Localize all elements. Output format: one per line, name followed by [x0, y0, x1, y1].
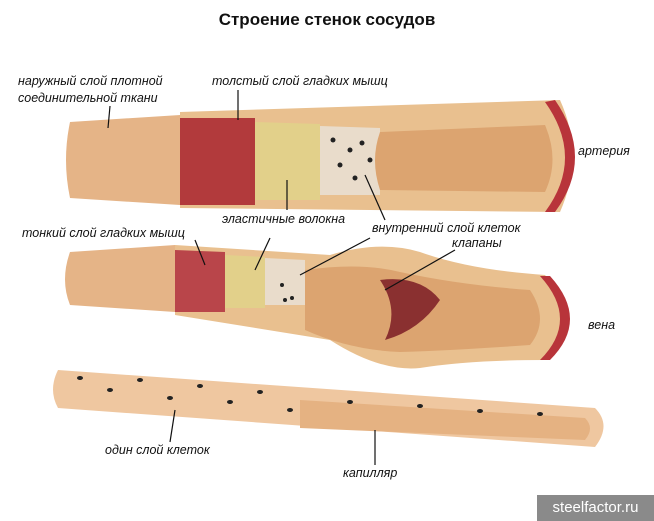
label-outer-layer-line1: наружный слой плотной: [18, 74, 163, 88]
label-single-layer: один слой клеток: [105, 443, 210, 457]
artery-lumen: [375, 125, 553, 192]
label-inner-cells: внутренний слой клеток: [372, 221, 521, 235]
capillary-lumen: [300, 400, 590, 440]
leader-lines: [107, 90, 456, 465]
vein-drawing: [65, 245, 570, 369]
label-vein: вена: [588, 318, 616, 332]
artery-drawing: [66, 100, 575, 212]
artery-elastic-layer: [255, 122, 320, 200]
artery-cell-nuclei: [330, 137, 373, 181]
label-thin-muscle: тонкий слой гладких мышц: [22, 226, 185, 240]
label-capillary: капилляр: [343, 466, 398, 480]
label-thick-muscle: толстый слой гладких мышц: [212, 74, 388, 88]
vein-elastic-layer: [225, 255, 265, 308]
label-artery: артерия: [578, 144, 630, 158]
artery-outer-layer: [66, 115, 180, 205]
capillary-cell-nuclei: [77, 376, 543, 416]
vein-inner-layer: [265, 258, 305, 305]
label-valves: клапаны: [452, 236, 502, 250]
diagram-title: Строение стенок сосудов: [218, 10, 436, 29]
vein-end-ring: [540, 276, 570, 360]
vein-outer-layer: [65, 245, 175, 312]
capillary-drawing: [53, 370, 604, 447]
label-elastic-fibers: эластичные волокна: [222, 212, 346, 226]
artery-end-ring: [545, 100, 575, 212]
artery-muscle-layer: [180, 118, 255, 205]
vein-cell-nuclei: [280, 283, 294, 302]
watermark: steelfactor.ru: [537, 495, 654, 521]
artery-inner-layer: [320, 126, 380, 195]
vein-valve: [380, 279, 440, 340]
label-outer-layer-line2: соединительной ткани: [18, 91, 158, 105]
vein-muscle-layer: [175, 250, 225, 312]
